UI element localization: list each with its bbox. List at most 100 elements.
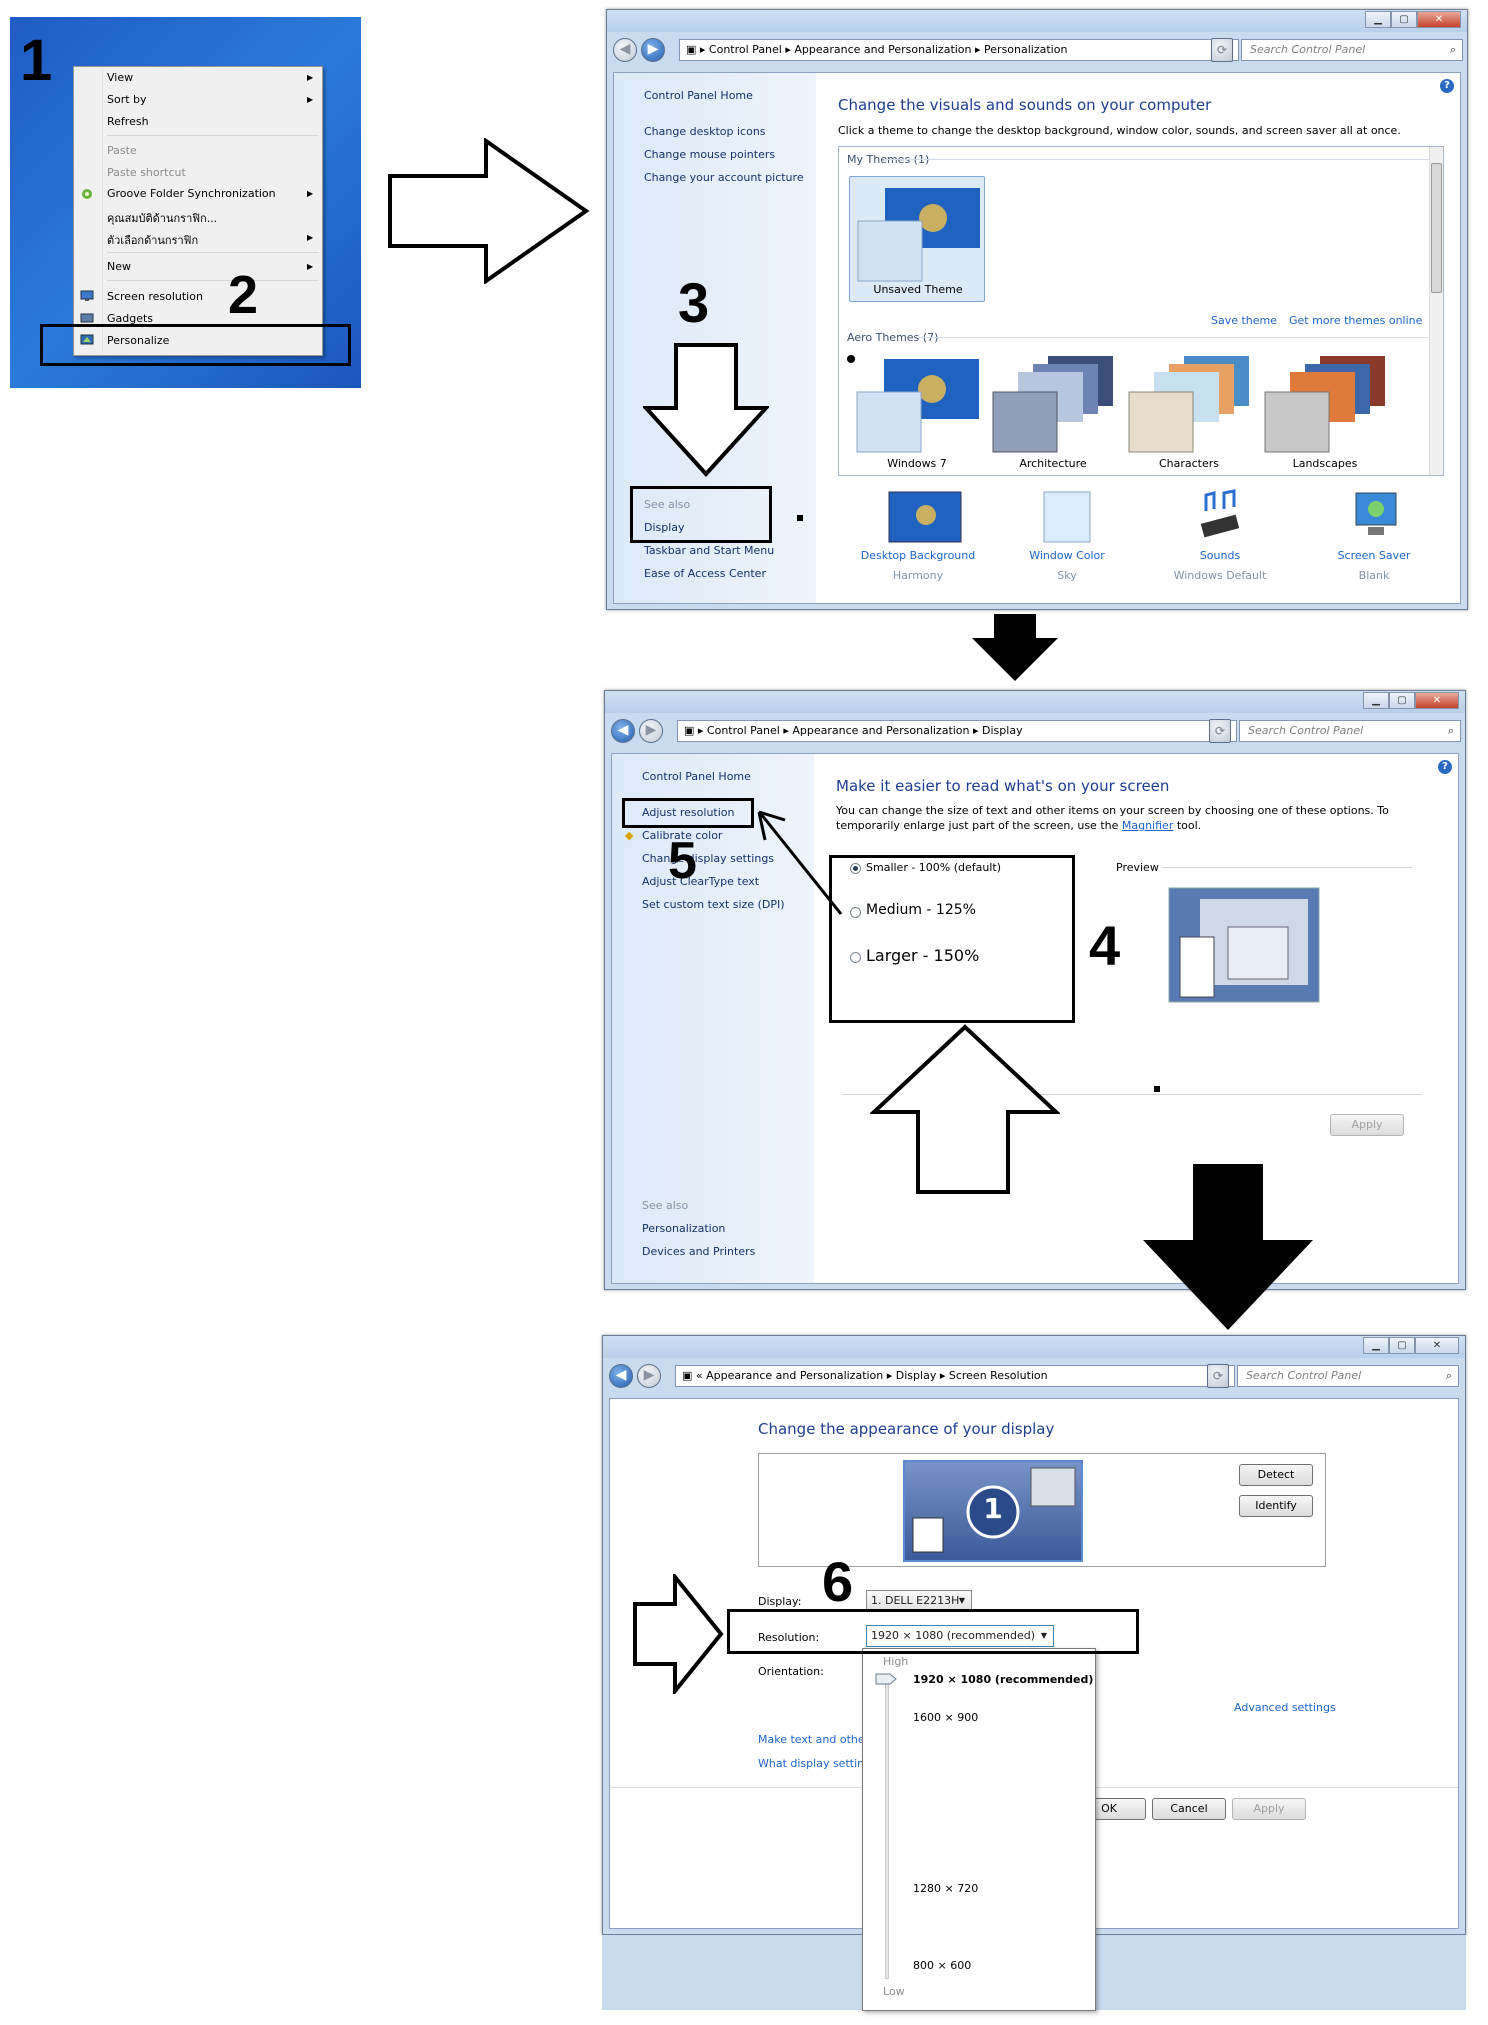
- sounds-value: Windows Default: [1173, 569, 1267, 582]
- back-button[interactable]: ◀: [611, 719, 635, 743]
- theme-landscapes[interactable]: Landscapes: [1257, 354, 1393, 474]
- search-input[interactable]: Search Control Panel⌕: [1241, 39, 1463, 61]
- menu-item-view[interactable]: View▶: [107, 71, 314, 84]
- menu-item-sort-by[interactable]: Sort by▶: [107, 93, 314, 106]
- sounds-button[interactable]: Sounds Windows Default: [1150, 481, 1290, 591]
- close-button[interactable]: ✕: [1415, 1337, 1459, 1354]
- screen-saver-button[interactable]: Screen Saver Blank: [1304, 481, 1444, 591]
- theme-architecture[interactable]: Architecture: [985, 354, 1121, 474]
- maximize-button[interactable]: ▢: [1389, 1337, 1415, 1354]
- theme-characters[interactable]: Characters: [1121, 354, 1257, 474]
- refresh-button[interactable]: ⟳: [1211, 38, 1233, 62]
- search-input[interactable]: Search Control Panel⌕: [1237, 1365, 1459, 1387]
- sidebar-change-account-picture[interactable]: Change your account picture: [644, 171, 804, 184]
- resolution-option-800[interactable]: 800 × 600: [913, 1959, 972, 1972]
- identify-button[interactable]: Identify: [1239, 1495, 1313, 1517]
- menu-item-graphics-options[interactable]: ตัวเลือกด้านกราฟิก▶: [107, 233, 314, 247]
- refresh-button[interactable]: ⟳: [1209, 719, 1231, 743]
- magnifier-link[interactable]: Magnifier: [1121, 819, 1174, 832]
- forward-button[interactable]: ▶: [641, 38, 665, 62]
- minimize-button[interactable]: ▁: [1363, 1337, 1389, 1354]
- display-window: ▁▢✕ ◀ ▶ ▣ ▸ Control Panel ▸ Appearance a…: [604, 690, 1466, 1290]
- see-also-devices-printers[interactable]: Devices and Printers: [642, 1245, 756, 1258]
- maximize-button[interactable]: ▢: [1391, 11, 1417, 28]
- sidebar-calibrate-color[interactable]: Calibrate color: [642, 829, 723, 842]
- page-title: Make it easier to read what's on your sc…: [836, 777, 1170, 795]
- sidebar-control-panel-home[interactable]: Control Panel Home: [642, 770, 751, 783]
- see-also-personalization[interactable]: Personalization: [642, 1222, 726, 1235]
- help-icon[interactable]: ?: [1440, 79, 1454, 93]
- slider-high-label: High: [883, 1655, 909, 1668]
- search-input[interactable]: Search Control Panel⌕: [1239, 720, 1461, 742]
- control-panel-icon: ▣ ▸: [684, 724, 707, 737]
- forward-button[interactable]: ▶: [637, 1364, 661, 1388]
- option-larger-label[interactable]: Larger - 150%: [866, 946, 980, 965]
- make-text-larger-link[interactable]: Make text and other: [758, 1733, 870, 1746]
- screen-saver-value: Blank: [1358, 569, 1390, 582]
- sidebar-control-panel-home[interactable]: Control Panel Home: [644, 89, 753, 102]
- apply-button[interactable]: Apply: [1330, 1114, 1404, 1136]
- window-color-button[interactable]: Window Color Sky: [997, 481, 1137, 591]
- back-button[interactable]: ◀: [609, 1364, 633, 1388]
- menu-item-personalize[interactable]: Personalize: [107, 334, 170, 347]
- desktop-background-button[interactable]: Desktop Background Harmony: [848, 481, 988, 591]
- save-theme-link[interactable]: Save theme: [1211, 314, 1278, 327]
- detect-button[interactable]: Detect: [1239, 1464, 1313, 1486]
- menu-item-groove-sync[interactable]: Groove Folder Synchronization▶: [107, 187, 314, 200]
- maximize-button[interactable]: ▢: [1389, 692, 1415, 709]
- option-smaller-label[interactable]: Smaller - 100% (default): [866, 861, 1002, 874]
- address-bar[interactable]: ▣ « Appearance and Personalization ▸ Dis…: [675, 1365, 1235, 1387]
- refresh-button[interactable]: ⟳: [1207, 1364, 1229, 1388]
- page-description-line2: temporarily enlarge just part of the scr…: [836, 819, 1202, 832]
- menu-item-graphics-properties[interactable]: คุณสมบัติด้านกราฟิก...: [107, 212, 218, 225]
- see-also-taskbar[interactable]: Taskbar and Start Menu: [644, 544, 775, 557]
- resolution-option-1920[interactable]: 1920 × 1080 (recommended): [913, 1673, 1094, 1686]
- step-number-1: 1: [20, 28, 53, 93]
- forward-button[interactable]: ▶: [639, 719, 663, 743]
- apply-button[interactable]: Apply: [1232, 1798, 1306, 1820]
- monitor-1-tile[interactable]: 1: [903, 1460, 1083, 1562]
- close-button[interactable]: ✕: [1415, 692, 1459, 709]
- resolution-option-1280[interactable]: 1280 × 720: [913, 1882, 979, 1895]
- screen-saver-icon: [1355, 492, 1397, 535]
- step-number-2: 2: [228, 265, 259, 325]
- see-also-display[interactable]: Display: [644, 521, 685, 534]
- resolution-slider-thumb[interactable]: [875, 1673, 897, 1685]
- radio-smaller[interactable]: [850, 863, 861, 874]
- resolution-select[interactable]: 1920 × 1080 (recommended)▼: [866, 1625, 1054, 1647]
- option-medium-label[interactable]: Medium - 125%: [866, 902, 976, 918]
- display-settings-link[interactable]: What display setting: [758, 1757, 872, 1770]
- sidebar-change-mouse-pointers[interactable]: Change mouse pointers: [644, 148, 776, 161]
- display-label: Display:: [758, 1595, 802, 1608]
- menu-item-paste-shortcut[interactable]: Paste shortcut: [107, 166, 186, 179]
- address-bar[interactable]: ▣ ▸ Control Panel ▸ Appearance and Perso…: [677, 720, 1237, 742]
- menu-item-gadgets[interactable]: Gadgets: [107, 312, 154, 325]
- close-button[interactable]: ✕: [1417, 11, 1461, 28]
- resolution-slider-track[interactable]: [885, 1679, 889, 1979]
- sidebar-change-desktop-icons[interactable]: Change desktop icons: [644, 125, 766, 138]
- menu-item-new[interactable]: New▶: [107, 260, 314, 273]
- sidebar-custom-text-size[interactable]: Set custom text size (DPI): [642, 898, 785, 911]
- display-select[interactable]: 1. DELL E2213H▼: [866, 1590, 972, 1612]
- theme-windows7[interactable]: Windows 7: [849, 354, 985, 474]
- menu-item-paste[interactable]: Paste: [107, 144, 137, 157]
- help-icon[interactable]: ?: [1438, 760, 1452, 774]
- address-bar[interactable]: ▣ ▸ Control Panel ▸ Appearance and Perso…: [679, 39, 1239, 61]
- sidebar-adjust-cleartype[interactable]: Adjust ClearType text: [642, 875, 760, 888]
- see-also-ease-of-access[interactable]: Ease of Access Center: [644, 567, 766, 580]
- resolution-option-1600[interactable]: 1600 × 900: [913, 1711, 979, 1724]
- radio-medium[interactable]: [850, 907, 861, 918]
- cancel-button[interactable]: Cancel: [1152, 1798, 1226, 1820]
- sidebar-change-display-settings[interactable]: Change display settings: [642, 852, 775, 865]
- get-more-themes-link[interactable]: Get more themes online: [1289, 314, 1423, 327]
- theme-list-scrollbar[interactable]: [1429, 147, 1443, 475]
- radio-larger[interactable]: [850, 952, 861, 963]
- menu-item-screen-resolution[interactable]: Screen resolution: [107, 290, 203, 303]
- menu-item-refresh[interactable]: Refresh: [107, 115, 149, 128]
- theme-unsaved[interactable]: Unsaved Theme: [849, 176, 985, 302]
- advanced-settings-link[interactable]: Advanced settings: [1234, 1701, 1336, 1714]
- minimize-button[interactable]: ▁: [1363, 692, 1389, 709]
- minimize-button[interactable]: ▁: [1365, 11, 1391, 28]
- sidebar-adjust-resolution[interactable]: Adjust resolution: [642, 806, 735, 819]
- back-button[interactable]: ◀: [613, 38, 637, 62]
